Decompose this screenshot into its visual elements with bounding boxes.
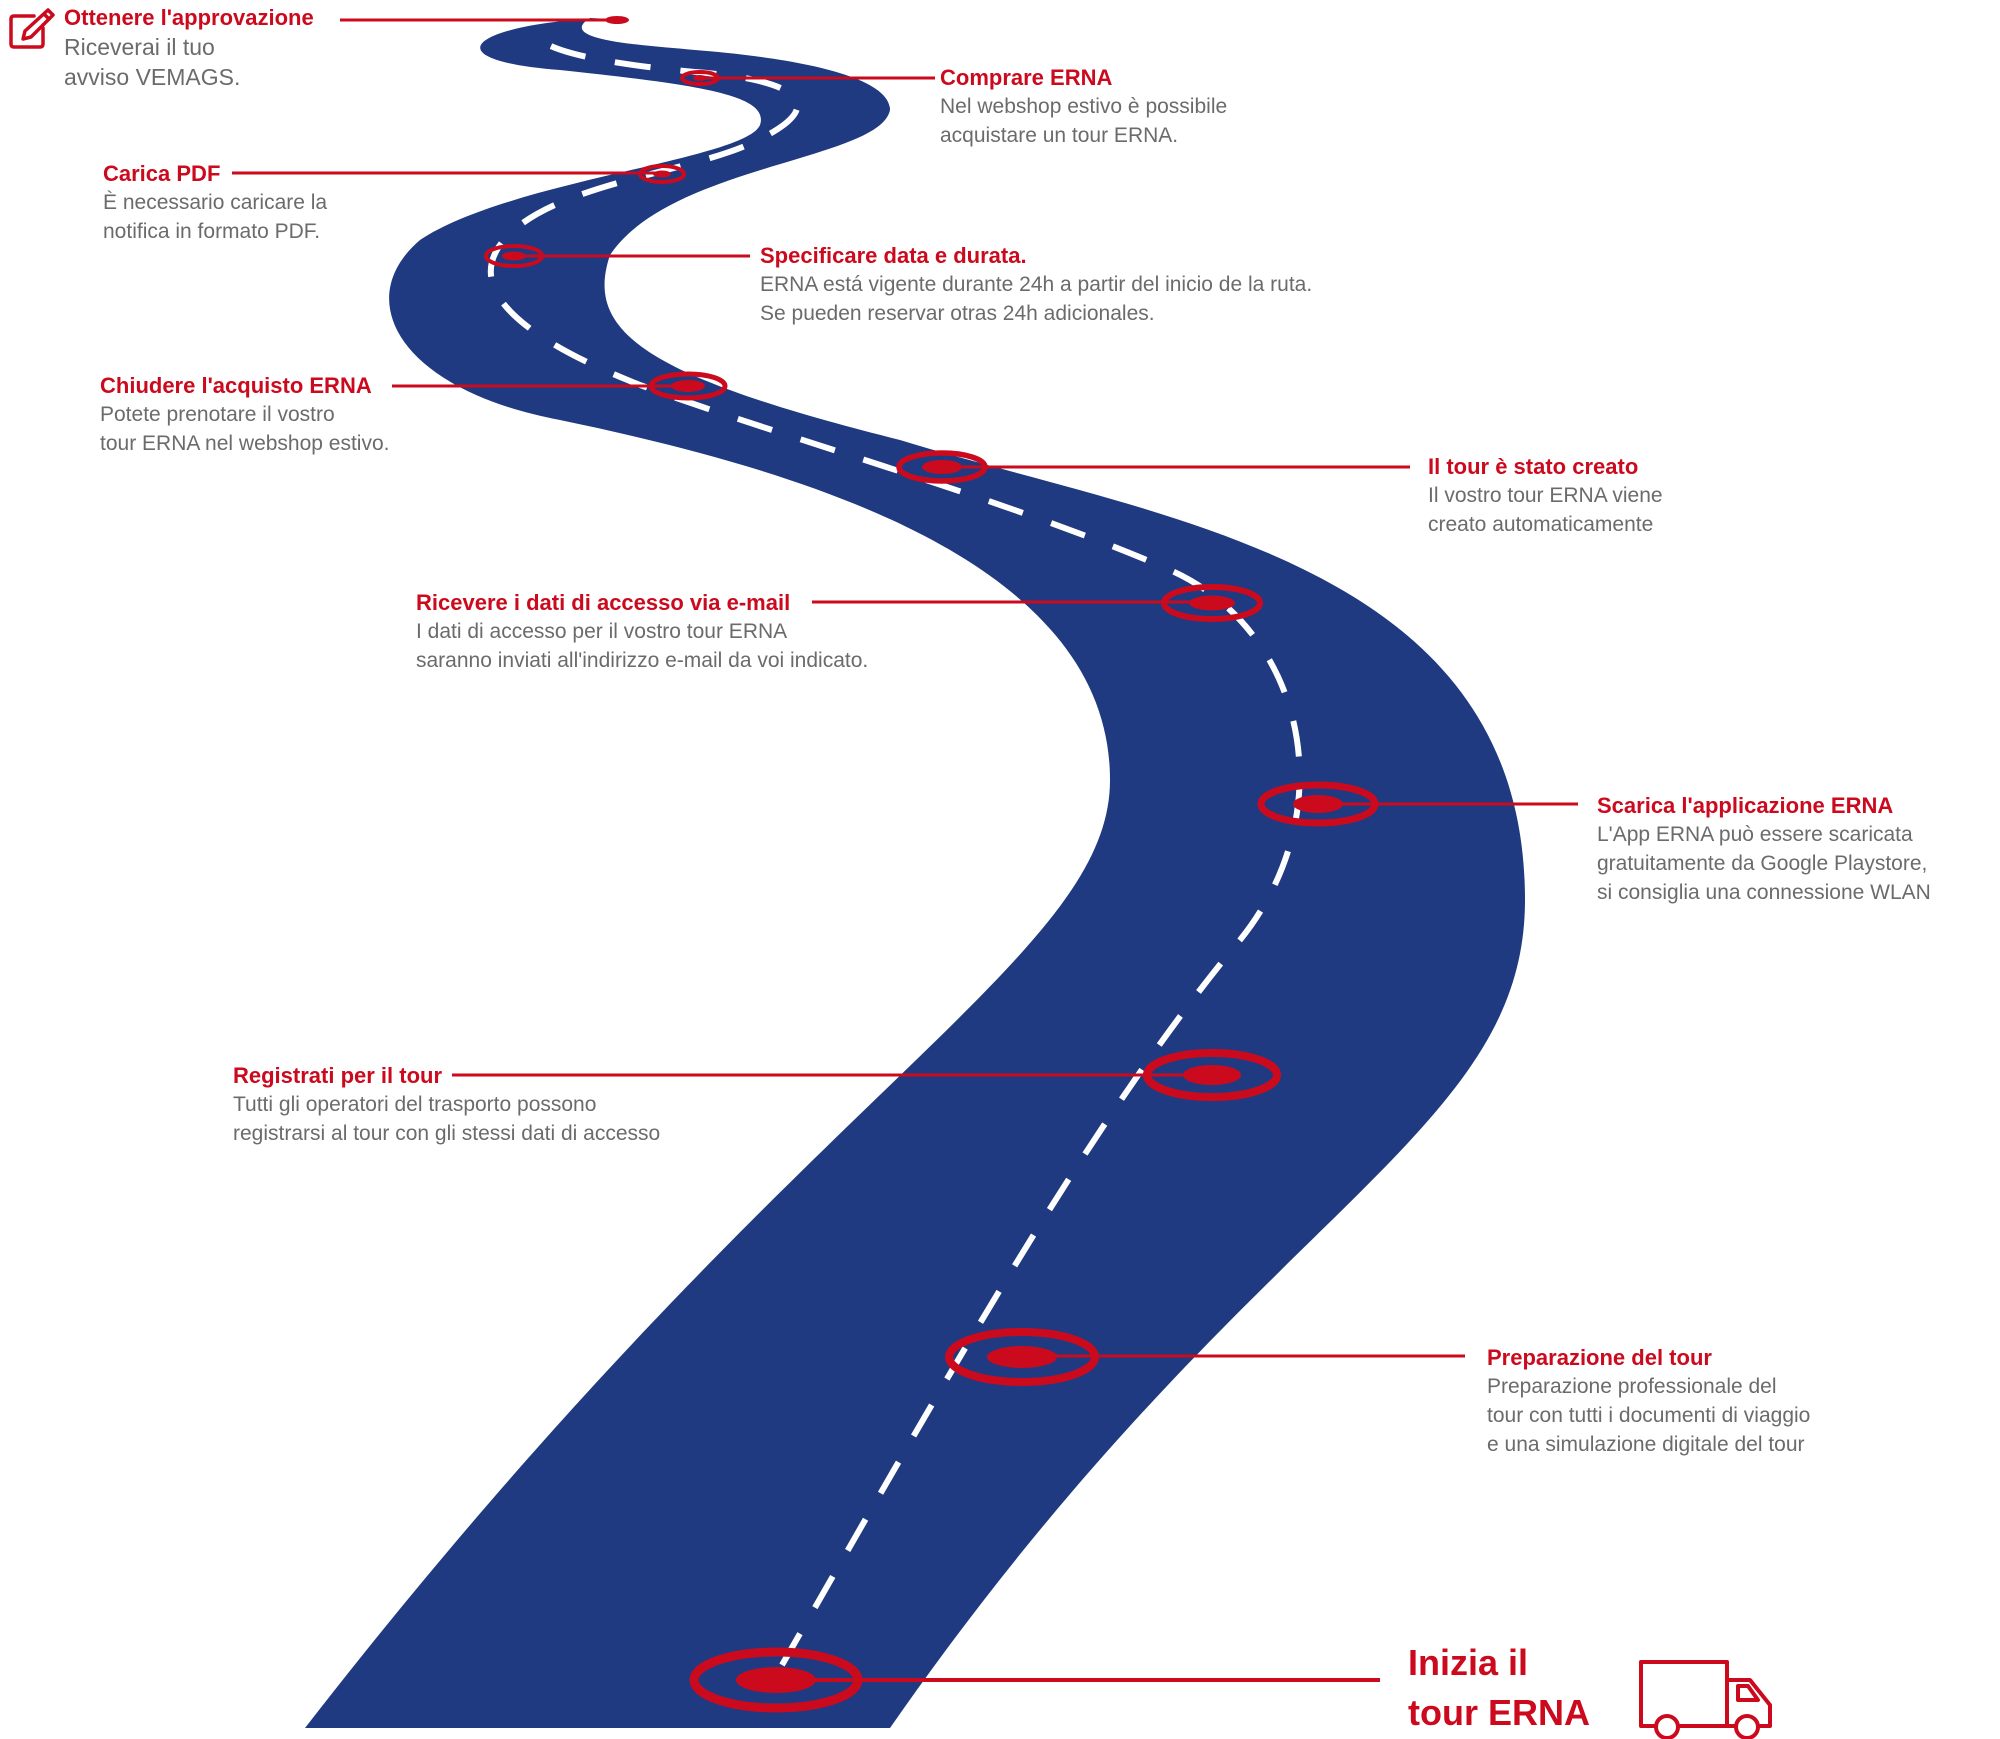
step-carica-pdf: Carica PDF È necessario caricare la noti… <box>103 160 327 246</box>
step-scarica-app: Scarica l'applicazione ERNA L'App ERNA p… <box>1597 792 1931 907</box>
step-specificare-data: Specificare data e durata. ERNA está vig… <box>760 242 1312 328</box>
marker-1 <box>605 16 629 24</box>
step-description-line: acquistare un tour ERNA. <box>940 124 1179 147</box>
marker-10 <box>945 1328 1099 1386</box>
marker-8 <box>1257 781 1379 827</box>
final-step-line: tour ERNA <box>1408 1692 1590 1733</box>
marker-start <box>689 1647 863 1713</box>
step-chiudere-acquisto: Chiudere l'acquisto ERNA Potete prenotar… <box>100 372 390 458</box>
waypoint-markers <box>484 16 1379 1713</box>
step-title: Ottenere l'approvazione <box>64 5 314 30</box>
delivery-truck-icon <box>1639 1660 1772 1739</box>
marker-6 <box>896 450 988 484</box>
step-description-line: saranno inviati all'indirizzo e-mail da … <box>416 649 869 672</box>
step-description-line: Nel webshop estivo è possibile <box>940 95 1228 118</box>
step-title: Preparazione del tour <box>1487 1345 1712 1370</box>
step-description-line: creato automaticamente <box>1428 513 1654 536</box>
step-description-line: Il vostro tour ERNA viene <box>1428 484 1663 507</box>
step-ricevere-dati: Ricevere i dati di accesso via e-mail I … <box>416 589 868 675</box>
step-title: Carica PDF <box>103 161 221 186</box>
step-description-line: È necessario caricare la <box>103 191 328 214</box>
marker-4 <box>484 244 544 268</box>
step-title: Ricevere i dati di accesso via e-mail <box>416 590 791 615</box>
road-center-line <box>487 37 1303 1667</box>
step-description-line: gratuitamente da Google Playstore, <box>1597 852 1928 875</box>
edit-pencil-icon <box>9 8 55 49</box>
marker-3 <box>638 164 686 184</box>
step-description-line: tour con tutti i documenti di viaggio <box>1487 1404 1811 1427</box>
marker-7 <box>1161 584 1263 622</box>
step-description-line: Se pueden reservar otras 24h adicionales… <box>760 302 1155 325</box>
step-description-line: tour ERNA nel webshop estivo. <box>100 432 390 455</box>
final-step-inizia-tour: Inizia il tour ERNA <box>1408 1638 1590 1738</box>
marker-5 <box>648 371 728 401</box>
step-title: Scarica l'applicazione ERNA <box>1597 793 1894 818</box>
marker-2 <box>680 70 720 86</box>
step-description-line: Potete prenotare il vostro <box>100 403 335 426</box>
step-description-line: Riceverai il tuo <box>64 34 215 60</box>
final-step-line: Inizia il <box>1408 1642 1529 1683</box>
step-title: Registrati per il tour <box>233 1063 443 1088</box>
step-description-line: Preparazione professionale del <box>1487 1375 1777 1398</box>
step-description-line: si consiglia una connessione WLAN <box>1597 881 1931 904</box>
step-comprare-erna: Comprare ERNA Nel webshop estivo è possi… <box>940 64 1227 150</box>
step-description-line: I dati di accesso per il vostro tour ERN… <box>416 620 788 643</box>
step-title: Il tour è stato creato <box>1428 454 1639 479</box>
step-description-line: notifica in formato PDF. <box>103 220 321 243</box>
marker-9 <box>1143 1049 1281 1101</box>
step-tour-creato: Il tour è stato creato Il vostro tour ER… <box>1428 453 1663 539</box>
step-ottenere-approvazione: Ottenere l'approvazione Riceverai il tuo… <box>64 4 314 92</box>
step-registrati-tour: Registrati per il tour Tutti gli operato… <box>233 1062 660 1148</box>
step-title: Comprare ERNA <box>940 65 1113 90</box>
step-description-line: L'App ERNA può essere scaricata <box>1597 823 1913 846</box>
step-description-line: ERNA está vigente durante 24h a partir d… <box>760 273 1313 296</box>
step-description-line: registrarsi al tour con gli stessi dati … <box>233 1122 661 1145</box>
step-description-line: avviso VEMAGS. <box>64 64 241 90</box>
step-description-line: Tutti gli operatori del trasporto posson… <box>233 1093 597 1116</box>
step-description-line: e una simulazione digitale del tour <box>1487 1433 1805 1456</box>
step-preparazione-tour: Preparazione del tour Preparazione profe… <box>1487 1344 1810 1459</box>
step-title: Specificare data e durata. <box>760 243 1027 268</box>
step-title: Chiudere l'acquisto ERNA <box>100 373 372 398</box>
road <box>305 18 1525 1728</box>
